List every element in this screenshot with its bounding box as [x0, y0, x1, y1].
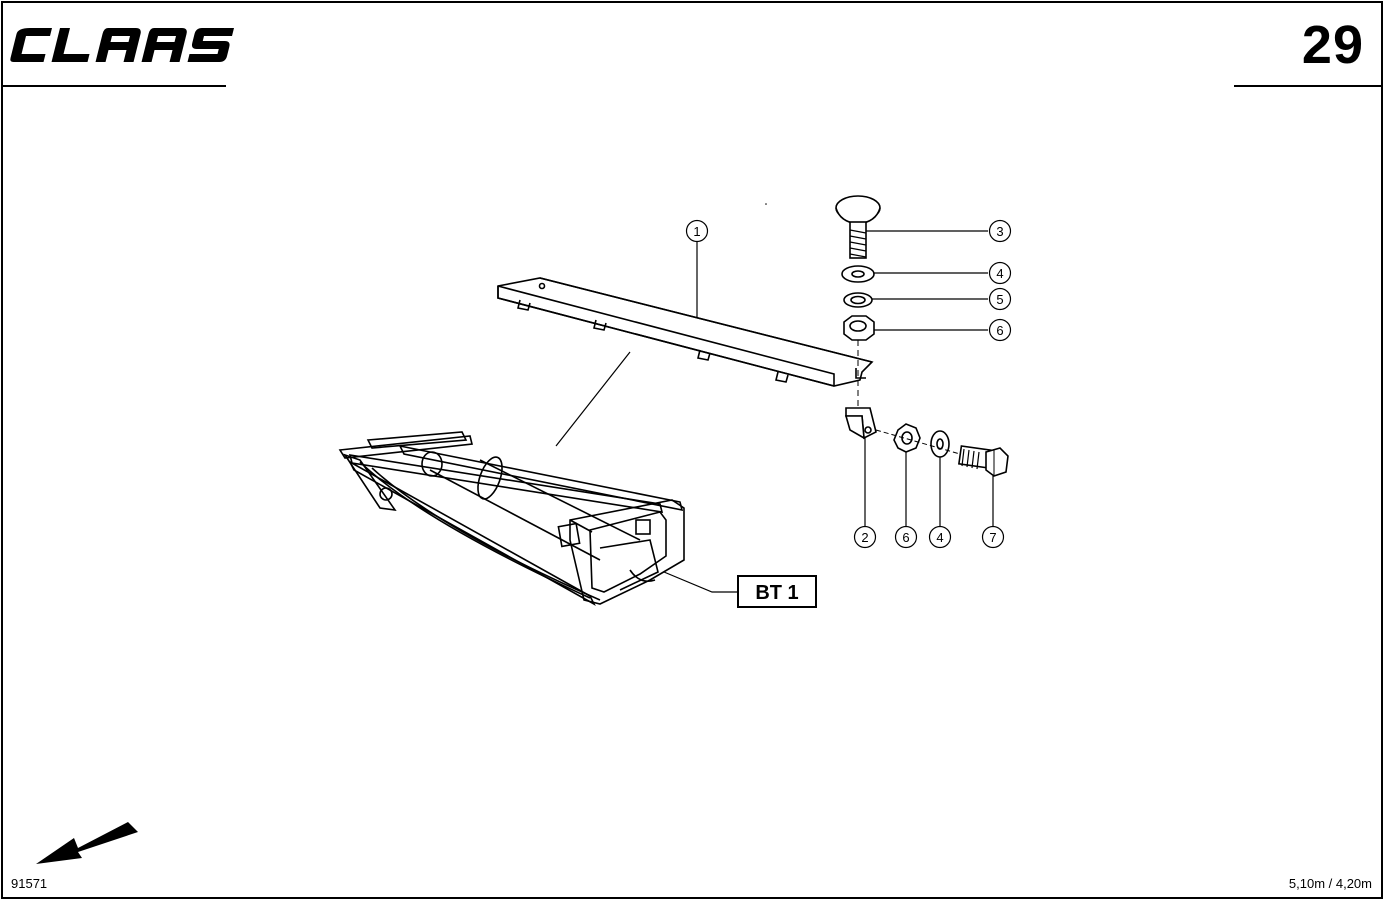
arrow-southwest-icon	[36, 822, 138, 864]
header-frame-assembly	[338, 431, 685, 606]
hardware-parts	[835, 195, 1009, 477]
callout-circles	[685, 219, 1012, 549]
callout-3: 3	[996, 224, 1003, 239]
callout-1: 1	[693, 224, 700, 239]
assembly-reference-box	[737, 575, 817, 608]
callout-7: 7	[989, 530, 996, 545]
callout-leaders	[696, 230, 994, 526]
callout-4-top: 4	[996, 266, 1003, 281]
claas-logo	[10, 28, 234, 62]
cover-strip-part	[497, 277, 874, 387]
callout-4-bottom: 4	[936, 530, 943, 545]
page-number: 29	[1301, 15, 1364, 75]
callout-5: 5	[996, 292, 1003, 307]
drawing-number: 91571	[11, 876, 48, 891]
callout-2: 2	[861, 530, 868, 545]
assembly-reference-label: BT 1	[755, 582, 798, 604]
callout-6-top: 6	[996, 323, 1003, 338]
machine-variant: 5,10m / 4,20m	[1288, 876, 1372, 891]
callout-6-bottom: 6	[902, 530, 909, 545]
